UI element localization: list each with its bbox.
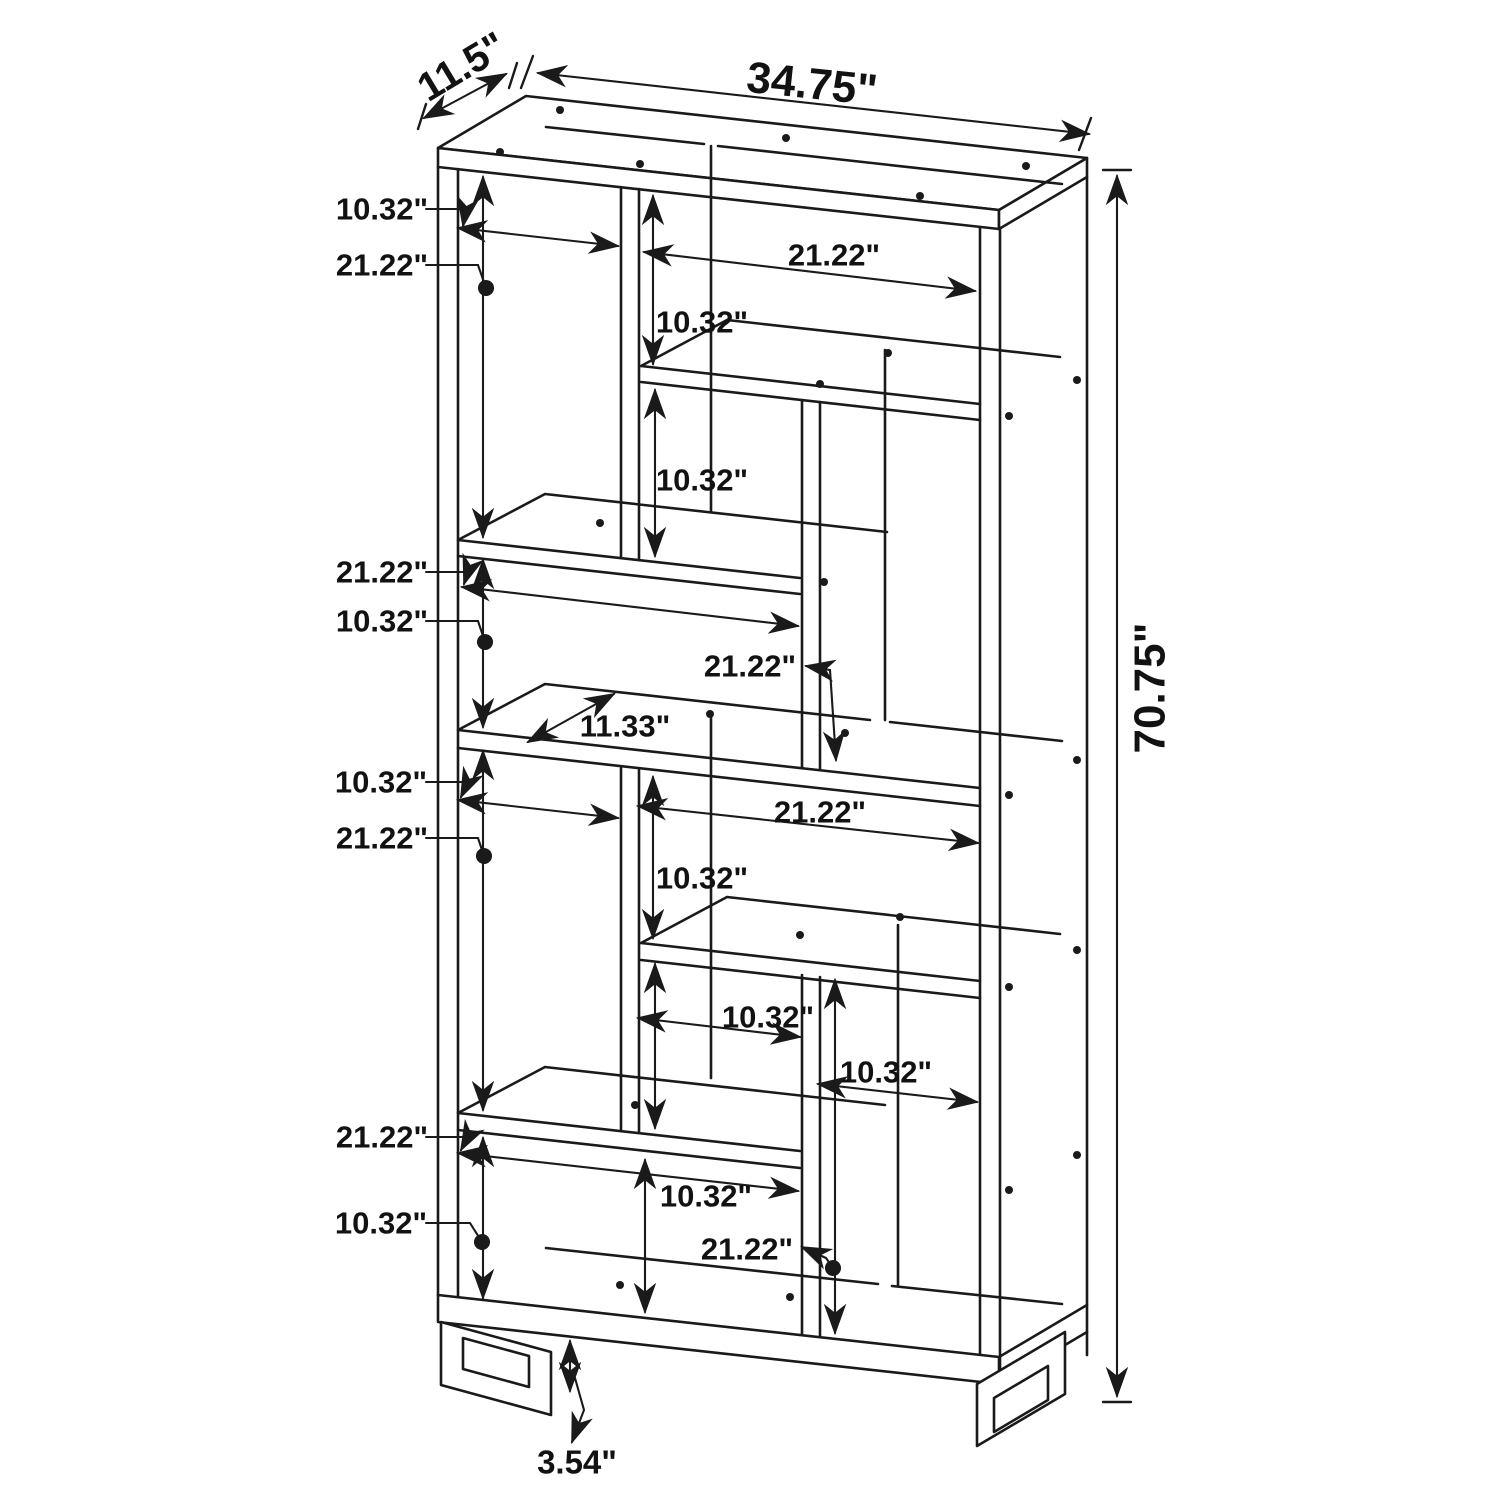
fastener-dots — [496, 106, 1081, 1301]
overall-width-label: 34.75" — [744, 53, 879, 115]
dimension-arrows — [416, 54, 1133, 1445]
cell-d-height-label: 10.32" — [335, 1206, 427, 1241]
cell-c-width-label: 10.32" — [335, 765, 427, 800]
cell-h2-width-label: 10.32" — [840, 1055, 932, 1090]
left-leg — [439, 1320, 553, 1417]
cell-c-height-label: 21.22" — [336, 821, 428, 856]
cell-g-width-label: 21.22" — [774, 795, 866, 830]
overall-height-label: 70.75" — [1126, 623, 1175, 754]
cell-f-height-label: 10.32" — [656, 463, 748, 498]
cell-g-height-label: 10.32" — [656, 861, 748, 896]
shelf-s2 — [639, 318, 1062, 422]
width-dimension-line — [535, 65, 1092, 142]
shelf-s3 — [456, 682, 1064, 808]
cell-e-height-label: 10.32" — [656, 305, 748, 340]
cell-b-height-label: 10.32" — [336, 604, 428, 639]
cell-a-width-label: 10.32" — [336, 192, 428, 227]
dimension-labels: 11.5" 34.75" 70.75" 10.32" 21.22" 21.22"… — [335, 24, 1175, 1481]
cell-e-width-label: 21.22" — [788, 238, 880, 273]
cell-right-height-label: 21.22" — [704, 649, 796, 684]
leader-lines — [424, 195, 846, 1277]
left-side-panel — [436, 165, 460, 1299]
shelf-depth-label: 11.33" — [580, 709, 671, 744]
divider-v2 — [800, 348, 887, 772]
right-leg — [975, 1330, 1067, 1448]
cell-a-height-label: 21.22" — [336, 248, 428, 283]
divider-v3 — [619, 713, 713, 1135]
cell-d-width-label: 21.22" — [336, 1120, 428, 1155]
leg-height-label: 3.54" — [537, 1444, 617, 1481]
shelf-s1 — [456, 492, 889, 596]
right-side-panel — [978, 175, 1089, 1409]
bottom-panel-back-edge — [544, 1246, 1064, 1306]
cell-b-width-label: 21.22" — [336, 555, 428, 590]
cell-h1-width-label: 10.32" — [722, 1000, 814, 1035]
divider-v1 — [619, 144, 713, 562]
cell-mid-bottom-height-label: 10.32" — [660, 1179, 752, 1214]
shelf-s5 — [639, 895, 1062, 1000]
cell-h2-height-label: 21.22" — [701, 1232, 793, 1267]
depth-dimension-line — [422, 72, 508, 120]
